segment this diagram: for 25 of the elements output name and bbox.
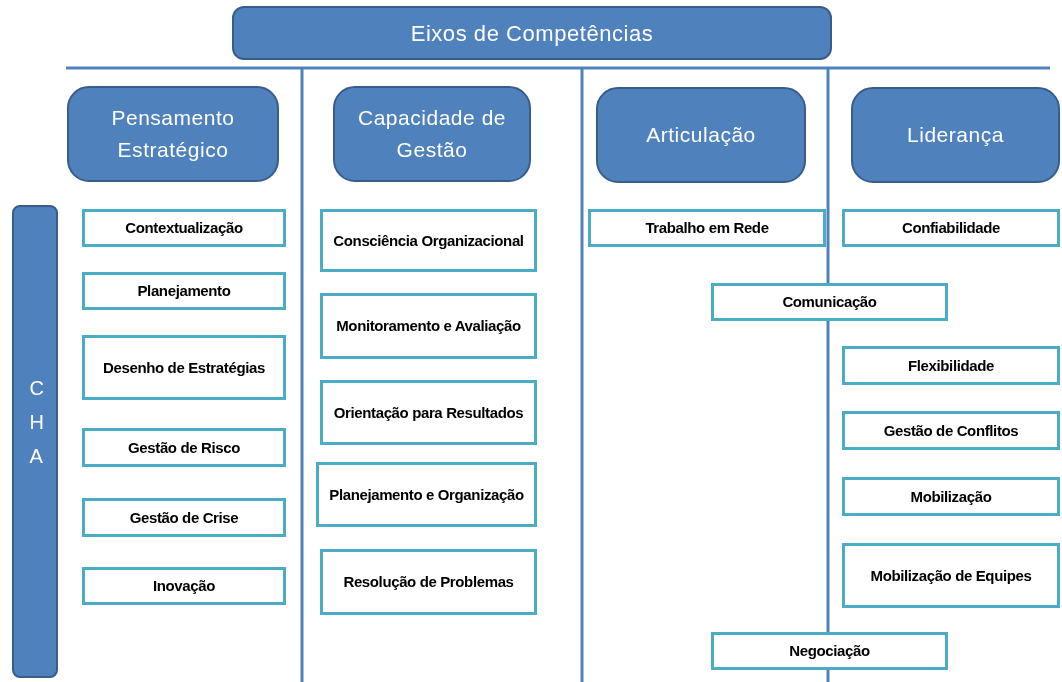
competency-box: Planejamento bbox=[82, 272, 286, 310]
competency-box: Monitoramento e Avaliação bbox=[320, 293, 537, 359]
competency-box: Trabalho em Rede bbox=[588, 209, 826, 247]
side-bar: CHA bbox=[12, 205, 58, 678]
title-banner: Eixos de Competências bbox=[232, 6, 832, 60]
axis-header-box: Pensamento Estratégico bbox=[67, 86, 279, 182]
competency-box: Orientação para Resultados bbox=[320, 380, 537, 445]
competency-box: Flexibilidade bbox=[842, 346, 1060, 385]
competency-box: Desenho de Estratégias bbox=[82, 335, 286, 400]
axis-header-box: Articulação bbox=[596, 87, 806, 183]
competency-box: Consciência Organizacional bbox=[320, 209, 537, 272]
competency-box: Gestão de Crise bbox=[82, 498, 286, 537]
competency-box: Confiabilidade bbox=[842, 209, 1060, 247]
competency-box: Comunicação bbox=[711, 283, 948, 321]
axis-header-box: Capacidade de Gestão bbox=[333, 86, 531, 182]
competency-box: Mobilização bbox=[842, 477, 1060, 516]
competency-box: Negociação bbox=[711, 632, 948, 670]
competency-box: Planejamento e Organização bbox=[316, 462, 537, 527]
competency-box: Resolução de Problemas bbox=[320, 549, 537, 615]
competency-box: Gestão de Risco bbox=[82, 428, 286, 467]
axis-header-box: Liderança bbox=[851, 87, 1060, 183]
competency-box: Gestão de Conflitos bbox=[842, 411, 1060, 450]
competency-box: Contextualização bbox=[82, 209, 286, 247]
competency-box: Mobilização de Equipes bbox=[842, 543, 1060, 608]
competency-box: Inovação bbox=[82, 567, 286, 605]
